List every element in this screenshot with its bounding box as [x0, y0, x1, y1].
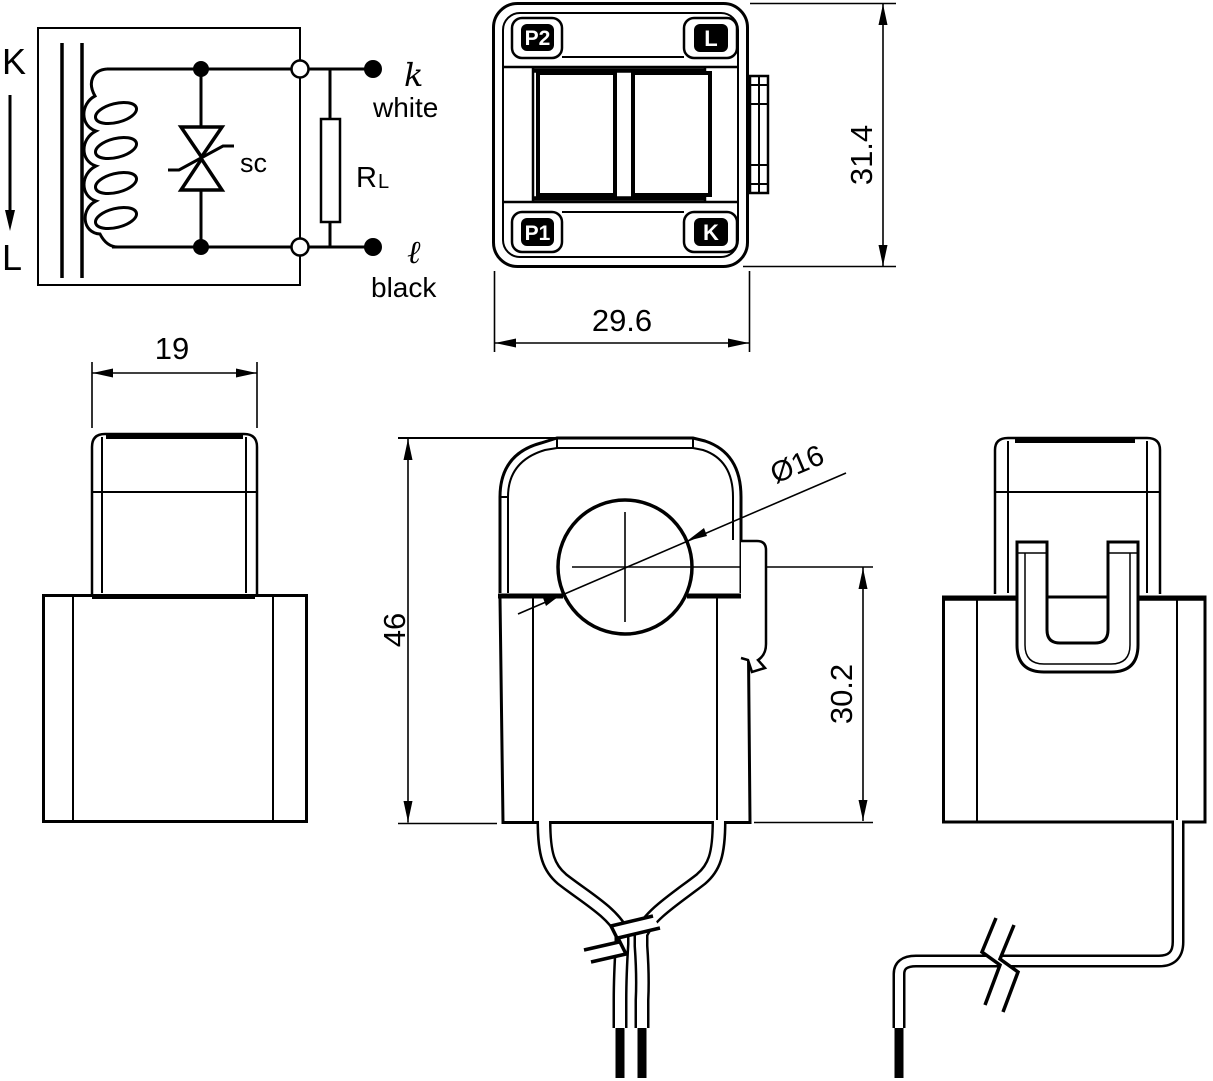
secondary-circuit-schematic: K L sc [2, 27, 438, 303]
dimension-31-4: 31.4 [743, 2, 896, 268]
current-direction-arrowhead [5, 210, 15, 231]
terminal-k-label: k [404, 56, 423, 94]
corner-pocket-p2 [510, 16, 564, 60]
corner-pocket-l [682, 16, 739, 60]
secondary-winding-coil [82, 67, 139, 249]
front-output-wires [536, 819, 727, 1078]
dimension-46: 46 [377, 437, 557, 825]
burden-resistor-symbol [319, 69, 342, 247]
terminal-l-label: ℓ [407, 233, 421, 271]
surge-suppressor-symbol [168, 69, 234, 247]
dimension-19: 19 [91, 331, 258, 428]
badge-p1-label: P1 [525, 222, 551, 245]
junction-dot-bottom [193, 239, 209, 255]
left-top-block-outline [90, 432, 259, 594]
front-top-outline [498, 436, 743, 593]
wire-break-mask [584, 916, 660, 962]
dim-29-6-text: 29.6 [592, 303, 652, 338]
side-view-left: 19 [42, 331, 308, 823]
right-bottom-block-outline [942, 595, 1207, 824]
badge-p2-label: P2 [525, 27, 551, 50]
wire-break-line-2 [590, 926, 661, 964]
burden-resistor-sub: L [378, 171, 389, 193]
badge-p1 [521, 218, 554, 246]
badge-l [694, 24, 728, 52]
left-bottom-block-outline [42, 594, 308, 823]
front-latch-tab [740, 539, 768, 674]
burden-resistor-r: R [356, 162, 377, 194]
terminal-k-wire-color: white [372, 92, 438, 123]
primary-in-label: K [2, 41, 26, 82]
right-wire-break-line-2 [997, 924, 1021, 1013]
dim-19-text: 19 [155, 331, 189, 366]
dimension-29-6: 29.6 [493, 271, 751, 352]
top-view-inner-shell [502, 12, 739, 258]
dim-30-2-text: 30.2 [824, 664, 859, 724]
case-terminal-bottom [290, 237, 310, 257]
lead-end-dot-k [364, 60, 382, 78]
dimension-30-2: 30.2 [754, 567, 873, 824]
badge-k [694, 218, 728, 246]
badge-p2 [521, 24, 554, 51]
dim-46-text: 46 [377, 613, 412, 647]
side-view-right [892, 436, 1207, 1078]
case-terminal-top [290, 59, 310, 79]
corner-pocket-k [682, 210, 739, 254]
badge-l-label: L [704, 26, 717, 51]
badge-k-label: K [703, 220, 719, 245]
core-half-left [536, 71, 617, 197]
top-view-latch-tab [748, 74, 770, 195]
front-top-inner-outline [507, 447, 734, 593]
right-view-wire [892, 820, 1185, 1078]
corner-pocket-p1 [510, 210, 564, 254]
core-half-right [631, 71, 712, 197]
top-view-outer-shell [492, 2, 749, 268]
terminal-l-wire-color: black [371, 272, 437, 303]
front-bottom-outline [498, 597, 752, 824]
primary-out-label: L [2, 237, 22, 278]
wire-break-line-1 [583, 914, 654, 952]
right-view-latch-clip [1015, 540, 1140, 674]
front-view: Ø16 46 3 [377, 436, 873, 1078]
top-view: P2 L P1 K 31.4 [492, 2, 896, 352]
junction-dot-top [193, 61, 209, 77]
right-wire-break-line-1 [979, 917, 1003, 1006]
dim-aperture-text: Ø16 [766, 439, 829, 490]
schematic-enclosure-box [37, 27, 301, 286]
burden-resistor-label: RL [356, 162, 389, 194]
suppressor-label: sc [240, 148, 267, 178]
dim-31-4-text: 31.4 [844, 125, 879, 185]
lead-end-dot-l [364, 238, 382, 256]
